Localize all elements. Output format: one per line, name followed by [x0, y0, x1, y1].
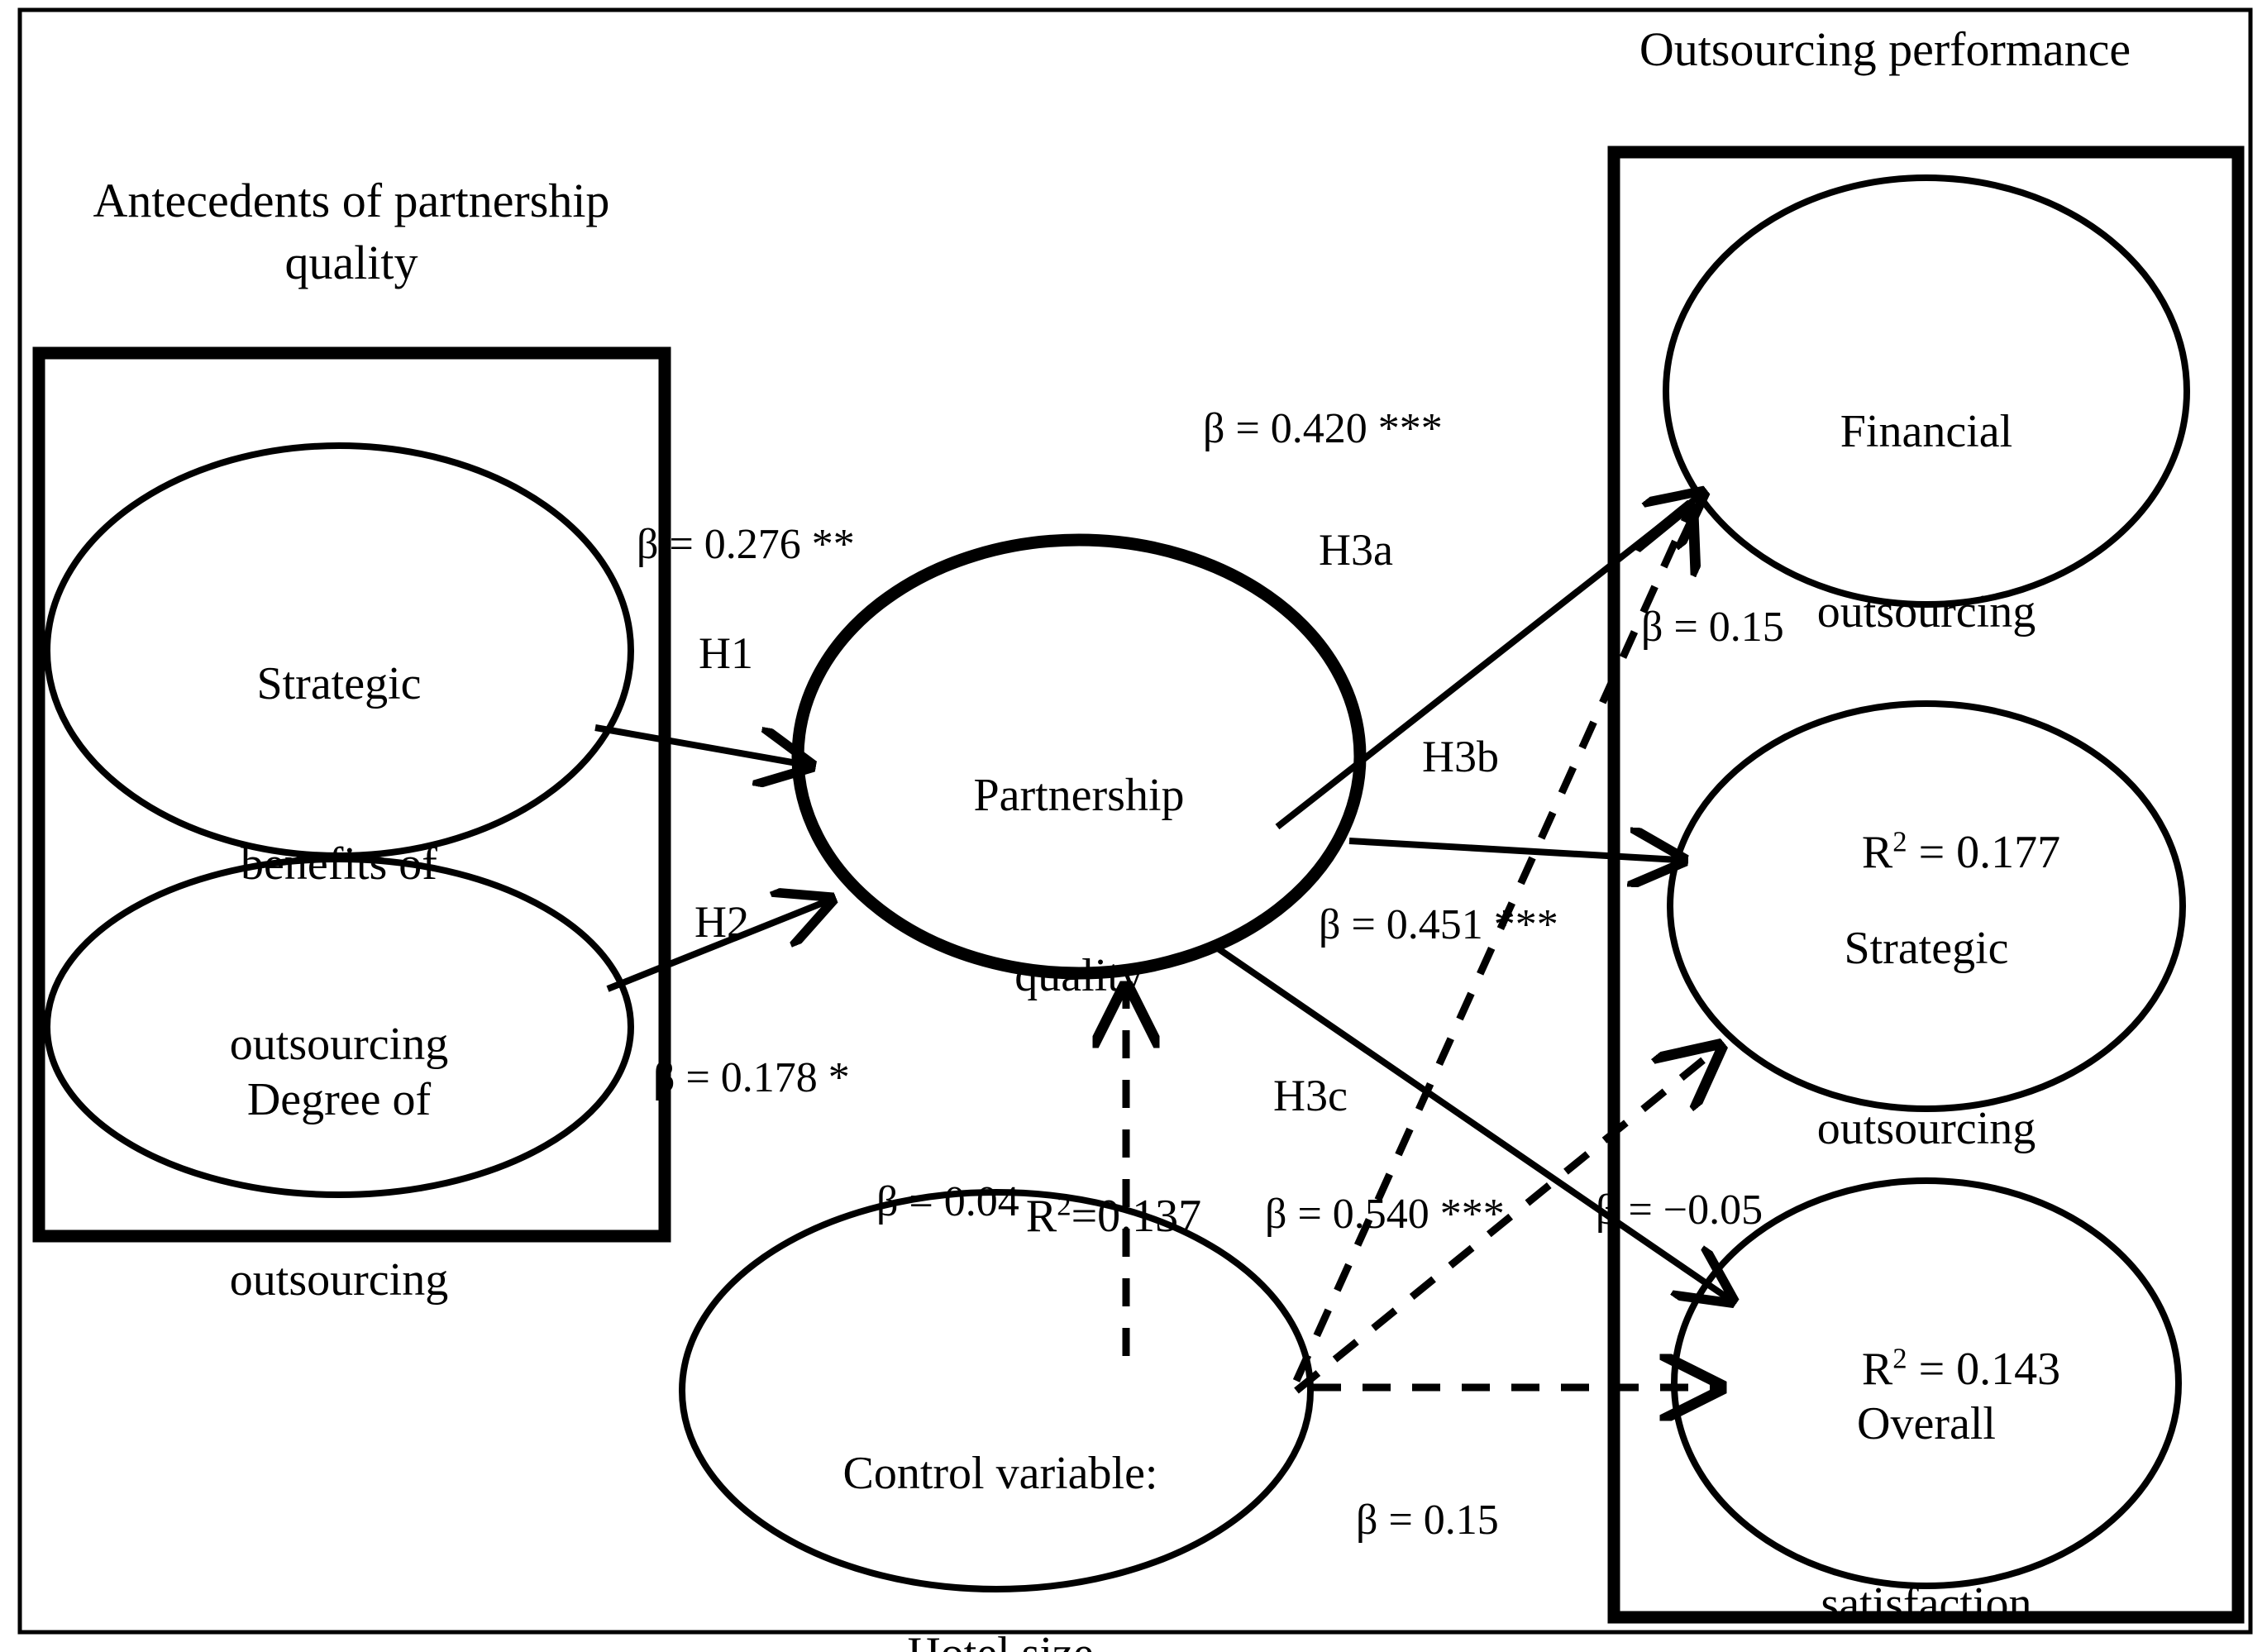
edge-h1	[594, 724, 806, 765]
node-line-3: outsourcing	[229, 1019, 449, 1071]
r2-prefix: R	[1025, 1191, 1057, 1243]
hypothesis-h3b: H3b	[1422, 732, 1499, 781]
node-r2: R2=0.137	[831, 1126, 1327, 1306]
edge-control-financial	[1292, 513, 1688, 1382]
antecedents-box	[32, 346, 671, 1243]
node-line-2: quality	[1014, 949, 1143, 1001]
edge-h3b	[1348, 841, 1678, 860]
coef-control-financial: β = 0.15	[1641, 604, 1784, 651]
coef-h1: β = 0.276 **	[637, 521, 855, 568]
node-line-2: benefits of	[241, 838, 437, 890]
node-line-2: outsourcing	[1816, 1102, 2036, 1154]
node-r2: R2 = 0.177	[1678, 762, 2174, 943]
edge-h2	[606, 901, 827, 992]
hypothesis-h3a: H3a	[1319, 525, 1393, 575]
r2-prefix: R	[1861, 1344, 1893, 1396]
node-label-overall-satisfaction: Overall satisfaction R2 = 0.292	[1678, 1273, 2174, 1652]
node-line-1: Strategic	[256, 657, 422, 709]
coef-h3a: β = 0.420 ***	[1203, 405, 1443, 452]
node-label-financial-outsourcing: Financial outsourcing R2 = 0.177	[1678, 281, 2174, 1063]
r2-value: = 0.177	[1907, 827, 2061, 879]
node-r2: R2 = 0.143	[1678, 1279, 2174, 1459]
node-label-strategic-benefits: Strategic benefits of outsourcing	[91, 533, 587, 1196]
node-label-partnership-quality: Partnership quality R2=0.137	[831, 645, 1327, 1427]
performance-box	[1607, 146, 2245, 1624]
node-line-2: satisfaction	[1821, 1578, 2032, 1630]
node-label-control-variable: Control variable: Hotel size	[736, 1323, 1265, 1652]
node-line-1: Degree of	[246, 1073, 432, 1125]
coef-control-strategic: β = −0.05	[1596, 1186, 1763, 1234]
r2-value: = 0.143	[1907, 1344, 2061, 1396]
edge-control-strategic	[1294, 1050, 1716, 1394]
node-line-2: outsourcing	[229, 1253, 449, 1306]
r2-value: =0.137	[1071, 1191, 1202, 1243]
coef-control-partnership: β = 0.04	[876, 1178, 1019, 1225]
node-line-1: Control variable:	[842, 1447, 1158, 1499]
node-line-1: Partnership	[973, 769, 1185, 821]
node-financial-outsourcing	[1663, 174, 2190, 608]
hypothesis-h3c: H3c	[1273, 1071, 1348, 1120]
edge-h3a	[1275, 496, 1699, 830]
group-title-performance: Outsourcing performance	[1639, 22, 2131, 76]
coef-h2: β = 0.178 *	[653, 1054, 850, 1101]
node-degree	[44, 856, 634, 1198]
node-control-variable	[679, 1189, 1314, 1592]
node-label-degree: Degree of outsourcing	[91, 949, 587, 1430]
node-label-strategic-outsourcing: Strategic outsourcing R2 = 0.143	[1678, 798, 2174, 1580]
outer-frame	[17, 7, 2253, 1635]
coef-control-overall: β = 0.15	[1356, 1497, 1499, 1544]
hypothesis-h1: H1	[699, 628, 753, 678]
coef-h3b: β = 0.451 ***	[1319, 901, 1558, 948]
node-line-2: outsourcing	[1816, 585, 2036, 637]
node-line-2: Hotel size	[736, 1624, 1265, 1652]
r2-exponent: 2	[1892, 825, 1907, 858]
hypothesis-h2: H2	[694, 897, 749, 947]
node-strategic-outsourcing	[1667, 700, 2186, 1112]
coef-h3c: β = 0.540 ***	[1265, 1191, 1505, 1238]
edge-h3c	[1213, 943, 1728, 1298]
r2-prefix: R	[1861, 827, 1893, 879]
node-line-1: Strategic	[1844, 922, 2009, 974]
node-line-1: Financial	[1840, 405, 2013, 457]
node-line-1: Overall	[1857, 1397, 1996, 1449]
r2-exponent: 2	[1057, 1189, 1071, 1222]
r2-exponent: 2	[1892, 1342, 1907, 1375]
